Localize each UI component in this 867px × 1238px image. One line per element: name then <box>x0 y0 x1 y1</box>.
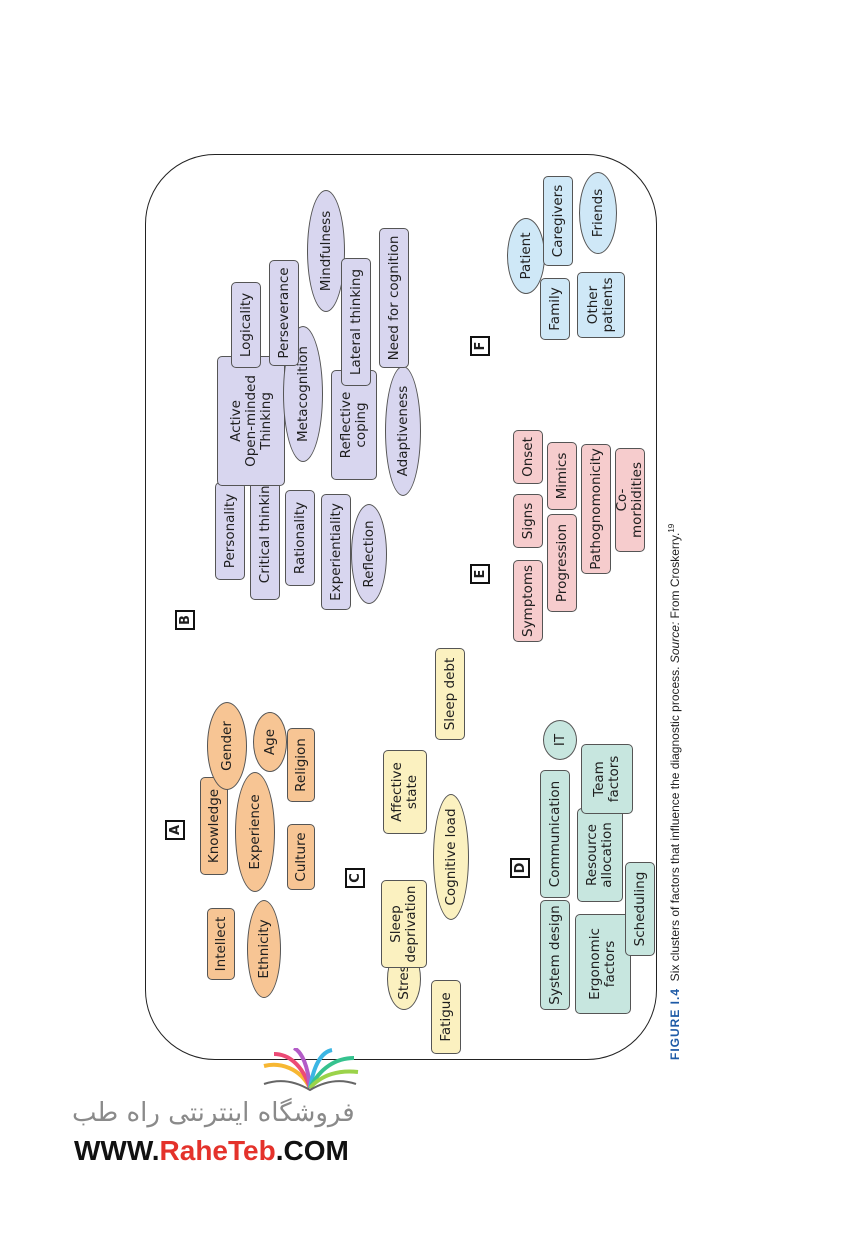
watermark-url-suffix: .COM <box>275 1135 349 1166</box>
cluster-e-symptoms: Symptoms <box>513 560 543 642</box>
cluster-b-reflective-coping: Reflective coping <box>331 370 377 480</box>
caption-ref: 19 <box>667 523 676 533</box>
cluster-d-system-design: System design <box>540 900 570 1010</box>
cluster-a-age: Age <box>253 712 287 772</box>
cluster-f-tag: F <box>470 336 490 356</box>
cluster-e-pathognomonicity: Pathognomonicity <box>581 444 611 574</box>
cluster-b-reflection: Reflection <box>351 504 387 604</box>
cluster-d-ergonomic-factors: Ergonomic factors <box>575 914 631 1014</box>
cluster-c-fatigue: Fatigue <box>431 980 461 1054</box>
cluster-e-signs: Signs <box>513 494 543 548</box>
watermark-url: WWW.RaheTeb.COM <box>74 1135 349 1167</box>
cluster-b-mindfulness: Mindfulness <box>307 190 345 312</box>
cluster-b-lateral-thinking: Lateral thinking <box>341 258 371 386</box>
cluster-b-adaptiveness: Adaptiveness <box>385 366 421 496</box>
cluster-b-rationality: Rationality <box>285 490 315 586</box>
cluster-c-tag: C <box>345 868 365 888</box>
cluster-d-scheduling: Scheduling <box>625 862 655 956</box>
cluster-d-resource-allocation: Resource allocation <box>577 808 623 902</box>
caption-source-label: Source: <box>668 621 682 664</box>
cluster-a-tag: A <box>165 820 185 840</box>
watermark-persian-text: فروشگاه اینترنتی راه طب <box>72 1098 355 1128</box>
cluster-d-communication: Communication <box>540 770 570 898</box>
cluster-a-ethnicity: Ethnicity <box>247 900 281 998</box>
cluster-c-sleep-deprivation: Sleep deprivation <box>381 880 427 968</box>
cluster-a-gender: Gender <box>207 702 247 790</box>
cluster-b-tag: B <box>175 610 195 630</box>
rahe-teb-logo-icon <box>263 1048 359 1092</box>
cluster-c-cognitive-load: Cognitive load <box>433 794 469 920</box>
cluster-b-active-open-minded-thinking: Active Open-minded Thinking <box>217 356 285 486</box>
cluster-d-it: IT <box>543 720 577 760</box>
cluster-a-culture: Culture <box>287 824 315 890</box>
cluster-f-patient: Patient <box>507 218 545 294</box>
caption-source-text: From Croskerry. <box>668 532 682 619</box>
caption-text: Six clusters of factors that influence t… <box>668 666 682 982</box>
caption-label: FIGURE I.4 <box>668 987 682 1060</box>
cluster-c-sleep-debt: Sleep debt <box>435 648 465 740</box>
diagram-page: A Intellect Ethnicity Knowledge Experien… <box>145 150 705 1060</box>
cluster-e-progression: Progression <box>547 514 577 612</box>
cluster-b-personality: Personality <box>215 482 245 580</box>
cluster-b-need-for-cognition: Need for cognition <box>379 228 409 368</box>
cluster-f-other-patients: Other patients <box>577 272 625 338</box>
cluster-b-logicality: Logicality <box>231 282 261 368</box>
cluster-a-experience: Experience <box>235 772 275 892</box>
rotated-diagram: A Intellect Ethnicity Knowledge Experien… <box>145 150 705 1060</box>
cluster-e-mimics: Mimics <box>547 442 577 510</box>
watermark-url-prefix: WWW. <box>74 1135 160 1166</box>
cluster-c-affective-state: Affective state <box>383 750 427 834</box>
cluster-b-experientiality: Experientiality <box>321 494 351 610</box>
cluster-b-perseverance: Perseverance <box>269 260 299 366</box>
cluster-d-tag: D <box>510 858 530 878</box>
cluster-a-knowledge: Knowledge <box>200 777 228 875</box>
cluster-e-co-morbidities: Co-morbidities <box>614 448 645 552</box>
figure-caption: FIGURE I.4 Six clusters of factors that … <box>667 154 682 1060</box>
cluster-e-tag: E <box>470 564 490 584</box>
cluster-f-family: Family <box>540 278 570 340</box>
cluster-e-onset: Onset <box>513 430 543 484</box>
cluster-a-intellect: Intellect <box>207 908 235 980</box>
cluster-a-religion: Religion <box>287 728 315 802</box>
cluster-d-team-factors: Team factors <box>581 744 633 814</box>
watermark-url-brand: RaheTeb <box>159 1135 276 1166</box>
cluster-f-caregivers: Caregivers <box>543 176 573 266</box>
cluster-f-friends: Friends <box>579 172 617 254</box>
